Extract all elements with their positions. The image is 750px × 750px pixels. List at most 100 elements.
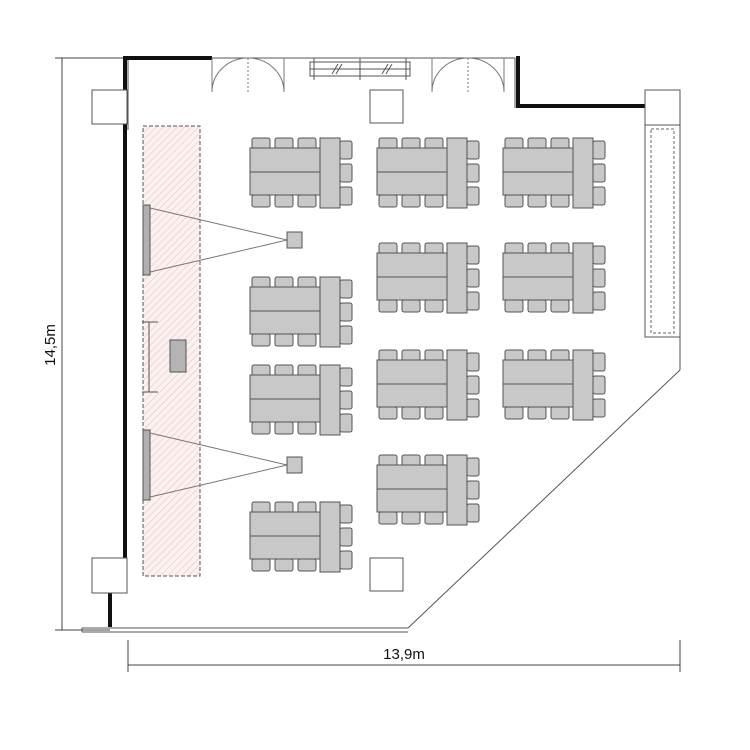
- projector-icon: [286, 456, 303, 474]
- chair: [297, 558, 317, 572]
- chair: [466, 186, 480, 206]
- chair: [424, 406, 444, 420]
- projection-screen-bottom: [142, 429, 151, 501]
- chair: [251, 558, 271, 572]
- chair: [378, 511, 398, 525]
- chair: [466, 163, 480, 183]
- chair: [297, 194, 317, 208]
- chair: [339, 186, 353, 206]
- chair: [592, 352, 606, 372]
- chair: [504, 299, 524, 313]
- pillar: [644, 89, 681, 126]
- table: [319, 137, 341, 209]
- table: [572, 137, 594, 209]
- chair: [550, 194, 570, 208]
- chair: [466, 140, 480, 160]
- table: [446, 454, 468, 526]
- table-group: [249, 137, 353, 209]
- chair: [592, 398, 606, 418]
- chair: [504, 406, 524, 420]
- chair: [401, 511, 421, 525]
- table-group: [502, 242, 606, 314]
- table: [319, 276, 341, 348]
- chair: [466, 480, 480, 500]
- chair: [297, 421, 317, 435]
- table: [319, 364, 341, 436]
- chair: [274, 421, 294, 435]
- double-door-right[interactable]: [431, 57, 505, 93]
- width-dimension: [127, 640, 681, 672]
- chair: [504, 194, 524, 208]
- walls: [108, 56, 647, 627]
- table-group: [502, 137, 606, 209]
- table: [446, 349, 468, 421]
- chair: [274, 333, 294, 347]
- table-group: [376, 242, 480, 314]
- side-counter: [644, 124, 681, 338]
- chair: [466, 503, 480, 523]
- chair: [527, 194, 547, 208]
- chair: [339, 367, 353, 387]
- chair: [466, 457, 480, 477]
- table-group: [376, 454, 480, 526]
- table: [446, 137, 468, 209]
- chair: [251, 194, 271, 208]
- pillar: [91, 557, 128, 594]
- chair: [339, 279, 353, 299]
- chair: [592, 375, 606, 395]
- projector-beam-bottom: [149, 432, 288, 498]
- table: [572, 349, 594, 421]
- chair: [401, 194, 421, 208]
- pillar: [369, 89, 404, 124]
- width-dimension-label: 13,9m: [383, 646, 425, 663]
- height-dimension-label: 14,5m: [42, 324, 59, 366]
- projector-beam-top: [149, 207, 288, 273]
- double-door-left[interactable]: [211, 57, 285, 93]
- chair: [466, 291, 480, 311]
- chair: [251, 421, 271, 435]
- chair: [592, 140, 606, 160]
- table: [446, 242, 468, 314]
- table: [319, 501, 341, 573]
- chair: [592, 268, 606, 288]
- chair: [339, 413, 353, 433]
- pillar: [91, 89, 128, 125]
- table-group: [376, 137, 480, 209]
- projector-icon: [286, 231, 303, 249]
- chair: [424, 194, 444, 208]
- chair: [401, 299, 421, 313]
- chair: [401, 406, 421, 420]
- table-group: [249, 501, 353, 573]
- chair: [274, 194, 294, 208]
- chair: [550, 299, 570, 313]
- chair: [466, 268, 480, 288]
- chair: [592, 186, 606, 206]
- projection-screen-top: [142, 204, 151, 276]
- folding-partition: [309, 58, 411, 80]
- chair: [592, 245, 606, 265]
- chair: [339, 390, 353, 410]
- chair: [466, 375, 480, 395]
- chair: [466, 398, 480, 418]
- chair: [424, 299, 444, 313]
- chair: [592, 163, 606, 183]
- chair: [339, 527, 353, 547]
- chair: [466, 352, 480, 372]
- table-group: [249, 276, 353, 348]
- table-groups: [249, 137, 606, 573]
- chair: [339, 302, 353, 322]
- chair: [339, 140, 353, 160]
- chair: [378, 299, 398, 313]
- height-dimension: [55, 57, 125, 631]
- chair: [274, 558, 294, 572]
- chair: [550, 406, 570, 420]
- chair: [339, 163, 353, 183]
- chair: [339, 504, 353, 524]
- chair: [339, 550, 353, 570]
- chair: [378, 406, 398, 420]
- table: [572, 242, 594, 314]
- chair: [424, 511, 444, 525]
- chair: [378, 194, 398, 208]
- chair: [592, 291, 606, 311]
